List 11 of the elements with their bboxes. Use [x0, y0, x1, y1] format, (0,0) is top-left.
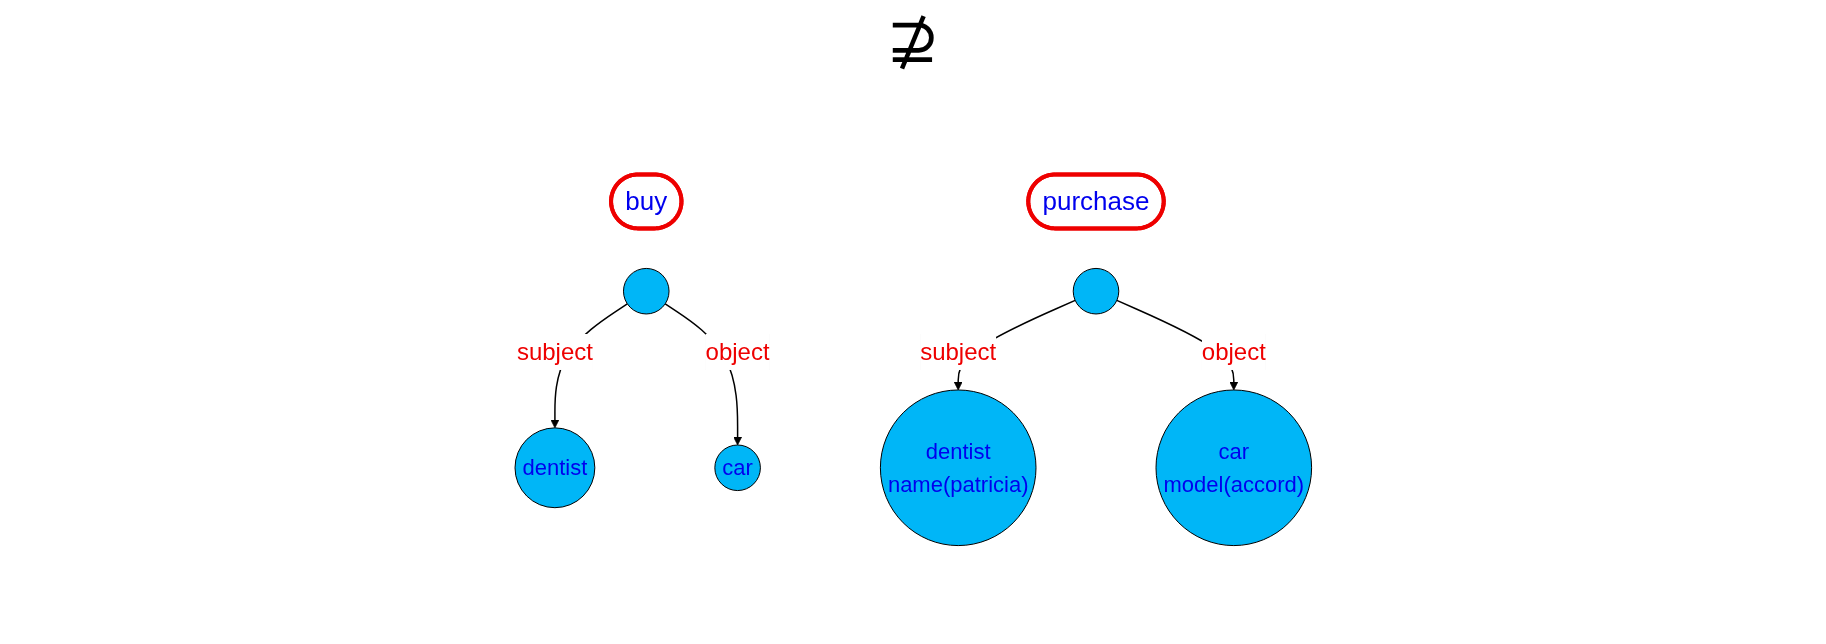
- node-circle: dentist name(patricia): [879, 389, 1037, 547]
- node-circle: car: [714, 444, 761, 492]
- edge-label: object: [705, 337, 770, 365]
- edge-label: subject: [516, 337, 593, 365]
- node-circle: [622, 267, 670, 315]
- node-circle: car model(accord): [1155, 389, 1312, 547]
- node-circle: dentist: [514, 427, 595, 509]
- node-circle: [1072, 267, 1119, 315]
- edge-label: object: [1201, 337, 1266, 365]
- edge-label: subject: [919, 337, 996, 365]
- not-superset-symbol: ⊉: [886, 4, 940, 76]
